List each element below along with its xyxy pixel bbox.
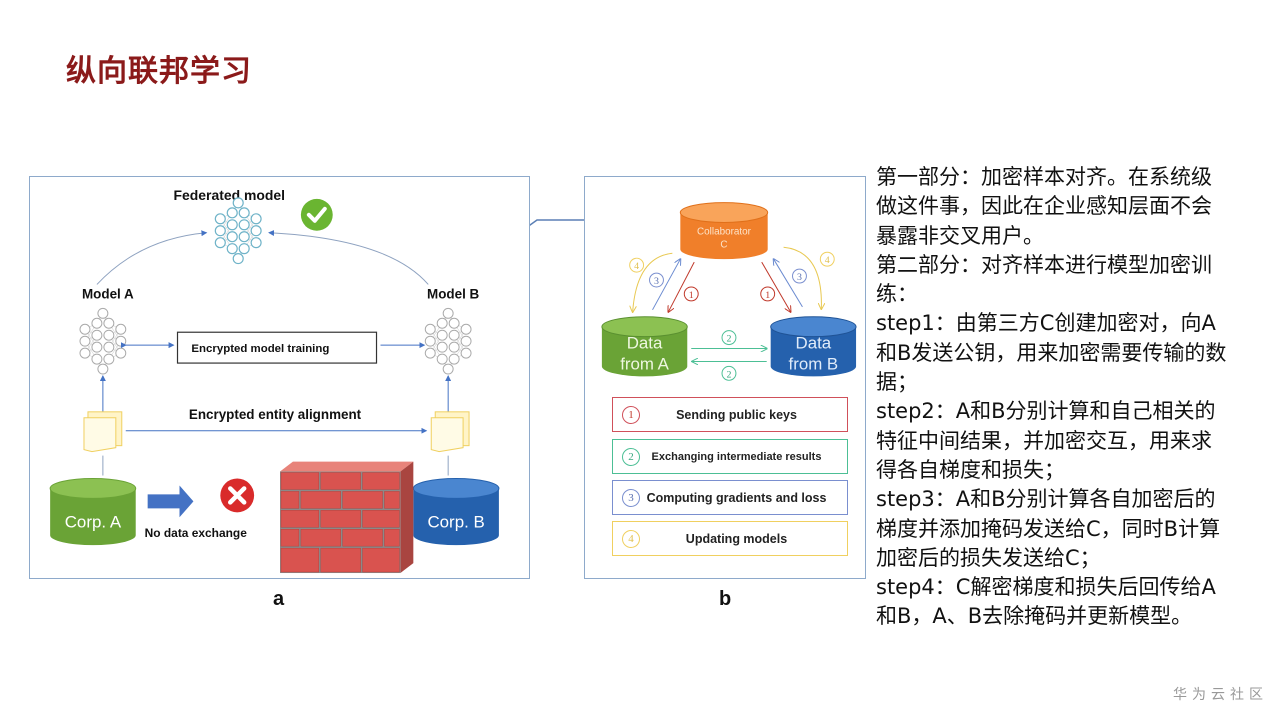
encrypted-training-box: Encrypted model training [176,331,378,364]
legend-step-3: 3 Computing gradients and loss [612,480,848,515]
arrow-step4-to-a [633,252,673,312]
figure-b-flow: Collaborator C Data from A Data from B [601,202,857,381]
svg-text:3: 3 [797,272,802,283]
legend-label-3: Computing gradients and loss [646,490,827,505]
svg-text:1: 1 [689,290,694,301]
firewall-icon [279,461,414,574]
description-paragraph: step3：A和B分别计算各自加密后的梯度并添加掩码发送给C，同时B计算加密后的… [876,487,1221,570]
marker-step4-left: 4 [629,257,645,273]
svg-text:3: 3 [654,276,659,287]
description-paragraph: step4：C解密梯度和损失后回传给A和B，A、B去除掩码并更新模型。 [876,575,1216,629]
corp-a-database: Corp. A [49,477,137,546]
figure-a-panel: Federated model Model A [29,176,530,579]
model-a-label: Model A [82,286,134,301]
arrow-step4-to-b [783,246,822,309]
encrypted-training-label: Encrypted model training [191,343,329,355]
data-b-label-1: Data [796,334,832,353]
data-a-database: Data from A [601,316,688,377]
svg-text:2: 2 [726,334,731,345]
cross-icon [220,478,255,513]
entity-alignment-label: Encrypted entity alignment [189,407,362,422]
slide-title: 纵向联邦学习 [66,54,252,89]
model-b-network-icon [424,307,472,375]
figure-a-diagram: Federated model Model A [49,187,500,574]
data-a-label-1: Data [627,334,663,353]
federated-model-label: Federated model [174,187,285,203]
legend-label-4: Updating models [685,531,788,546]
svg-text:1: 1 [765,290,770,301]
marker-step4-right: 4 [819,251,835,267]
description-paragraph: 第二部分：对齐样本进行模型加密训练： [876,252,1212,307]
corp-a-label: Corp. A [65,512,122,531]
corp-b-label: Corp. B [427,512,484,531]
collaborator-label: Collaborator [697,226,752,237]
marker-step2-bottom: 2 [721,365,737,381]
arc-b-to-federated [268,229,429,285]
figure-b-caption: b [719,588,732,610]
model-a-network-icon [79,307,127,375]
svg-text:2: 2 [726,369,731,380]
marker-step3-right: 3 [792,268,807,284]
legend-num-1: 1 [622,405,640,424]
legend-num-4: 4 [622,529,640,548]
data-a-label-2: from A [620,354,669,373]
figure-b-panel: Collaborator C Data from A Data from B [584,176,866,579]
description-paragraph: step1：由第三方C创建加密对，向A和B发送公钥，用来加密需要传输的数据； [876,311,1227,395]
legend-label-2: Exchanging intermediate results [651,450,822,463]
description-text: 第一部分：加密样本对齐。在系统级做这件事，因此在企业感知层面不会暴露非交叉用户。… [876,163,1231,632]
description-paragraph: 第一部分：加密样本对齐。在系统级做这件事，因此在企业感知层面不会暴露非交叉用户。 [876,165,1212,248]
legend-step-2: 2 Exchanging intermediate results [612,439,848,474]
svg-text:4: 4 [634,261,639,272]
description-paragraph: step2：A和B分别计算和自己相关的特征中间结果，并加密交互，用来求得各自梯度… [876,399,1216,482]
figure-a-caption: a [273,588,285,610]
arrow-step3-from-b [774,259,803,308]
data-b-database: Data from B [770,316,857,377]
arrow-step1-to-b [761,261,791,312]
legend-step-1: 1 Sending public keys [612,397,848,432]
folder-a-icon [83,411,123,453]
corp-b-database: Corp. B [412,477,500,546]
data-b-label-2: from B [789,354,839,373]
marker-step1-left: 1 [683,286,699,302]
blue-arrow-icon [147,485,194,518]
marker-step3-left: 3 [649,272,664,288]
check-icon [300,198,333,231]
watermark: 华为云社区 [1173,687,1268,703]
svg-text:4: 4 [825,255,830,266]
model-b-label: Model B [427,286,480,301]
arrow-step1-to-a [668,261,695,312]
federated-network-icon [214,197,262,265]
no-exchange-label: No data exchange [145,526,248,540]
folder-b-icon [430,411,470,453]
collaborator-c-label: C [720,239,727,250]
marker-step2-top: 2 [721,330,737,346]
legend-step-4: 4 Updating models [612,521,848,556]
collaborator-c-database: Collaborator C [679,202,769,260]
arc-a-to-federated [96,230,208,285]
legend-num-3: 3 [622,488,640,507]
marker-step1-right: 1 [760,286,776,302]
legend-label-1: Sending public keys [676,407,797,422]
legend-num-2: 2 [622,447,640,466]
arrow-step3-from-a [652,259,681,311]
